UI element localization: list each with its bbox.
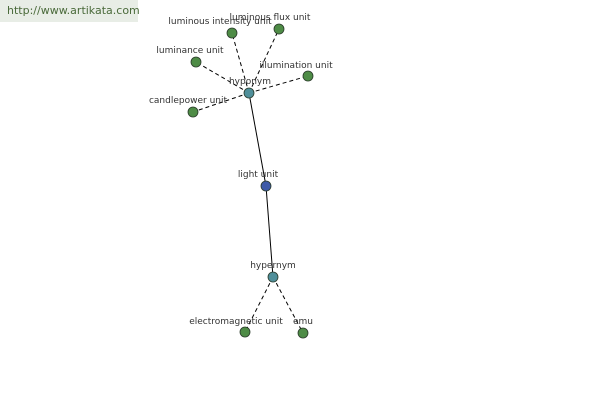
- node-label-luminous-intensity-unit[interactable]: luminous intensity unit: [168, 17, 272, 27]
- labels-layer: hyponym light unit hypernym luminous intens…: [149, 13, 333, 327]
- edge-hyponym-to-illumination-unit: [248, 75, 309, 94]
- node-label-candlepower-unit[interactable]: candlepower unit: [149, 96, 228, 106]
- node-electromagnetic-unit[interactable]: [239, 326, 251, 338]
- node-light-unit[interactable]: [260, 180, 272, 192]
- edge-hyponym-to-luminous-flux-unit: [248, 28, 280, 94]
- node-label-electromagnetic-unit[interactable]: electromagnetic unit: [189, 317, 283, 327]
- edge-hyponym-to-luminous-intensity-unit: [231, 32, 250, 94]
- edge-hyponym-to-light-unit: [248, 92, 267, 187]
- edges-layer: [192, 28, 309, 334]
- node-label-luminance-unit[interactable]: luminance unit: [156, 46, 224, 56]
- node-luminous-intensity-unit[interactable]: [226, 27, 238, 39]
- edge-light-unit-to-hypernym: [265, 185, 274, 278]
- node-luminance-unit[interactable]: [190, 56, 202, 68]
- edge-hypernym-to-emu: [272, 276, 304, 334]
- edge-hyponym-to-luminance-unit: [195, 61, 250, 94]
- node-hypernym[interactable]: [267, 271, 279, 283]
- node-luminous-flux-unit[interactable]: [273, 23, 285, 35]
- node-label-illumination-unit[interactable]: illumination unit: [259, 61, 333, 71]
- edge-hypernym-to-electromagnetic-unit: [244, 276, 274, 333]
- edge-hyponym-to-candlepower-unit: [192, 92, 250, 113]
- nodes-layer: [187, 23, 314, 339]
- node-label-light-unit[interactable]: light unit: [238, 170, 279, 180]
- watermark-link[interactable]: http://www.artikata.com: [0, 0, 140, 22]
- node-illumination-unit[interactable]: [302, 70, 314, 82]
- node-label-emu[interactable]: emu: [293, 317, 313, 327]
- node-label-hyponym[interactable]: hyponym: [229, 77, 271, 87]
- node-label-luminous-flux-unit[interactable]: luminous flux unit: [230, 13, 311, 23]
- node-candlepower-unit[interactable]: [187, 106, 199, 118]
- node-hyponym[interactable]: [243, 87, 255, 99]
- node-emu[interactable]: [297, 327, 309, 339]
- node-label-hypernym[interactable]: hypernym: [250, 261, 296, 271]
